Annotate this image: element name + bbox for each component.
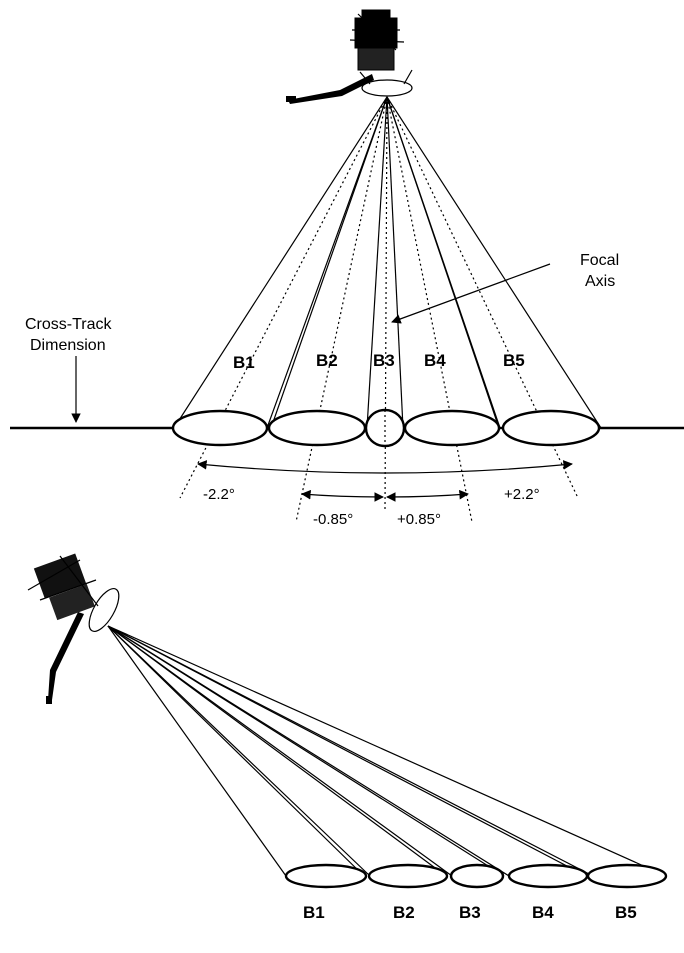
angle-arc-inner-right (386, 489, 469, 502)
top-label-b2: B2 (316, 351, 338, 370)
oblique-label-b4: B4 (532, 903, 554, 922)
footprint-b4 (403, 409, 501, 447)
beam-edge-line (386, 96, 501, 429)
beam-edge-line (270, 96, 388, 429)
top-view: B1 B2 B3 B4 B5 Focal Axis Cross-Track Di… (10, 9, 684, 528)
angle-arc-inner-left (301, 489, 384, 502)
satellite-top-icon (286, 9, 413, 104)
focal-axis-arrow (391, 263, 551, 324)
oblique-beam-lines (107, 625, 667, 877)
oblique-footprint-b1 (284, 863, 368, 889)
oblique-label-b3: B3 (459, 903, 481, 922)
oblique-footprint-b3 (449, 863, 505, 889)
oblique-beam-line (107, 625, 371, 877)
angle-plus-2-2: +2.2° (504, 486, 540, 503)
beam-edge-line (386, 96, 602, 429)
oblique-beam-line (107, 625, 365, 877)
satellite-oblique-icon (27, 553, 120, 704)
footprint-b2 (267, 409, 367, 447)
angle-minus-2-2: -2.2° (203, 486, 235, 503)
oblique-footprint-b2 (367, 863, 449, 889)
beam-edge-line (366, 96, 388, 429)
top-label-b4: B4 (424, 351, 446, 370)
oblique-beam-line (107, 625, 667, 877)
oblique-beam-line (107, 625, 287, 877)
top-footprints (171, 408, 601, 448)
oblique-footprint-b4 (507, 863, 589, 889)
oblique-footprints (284, 863, 668, 889)
beam-edge-line (386, 96, 404, 429)
top-label-b3: B3 (373, 351, 395, 370)
footprint-b1 (171, 409, 269, 447)
angle-plus-0-85: +0.85° (397, 511, 441, 528)
top-label-b5: B5 (503, 351, 525, 370)
beam-edge-line (266, 96, 388, 429)
angle-arc-outer (197, 460, 573, 474)
oblique-label-b2: B2 (393, 903, 415, 922)
beam-centerline-focal (384, 96, 388, 511)
oblique-beam-line (107, 625, 594, 877)
beam-edge-line (173, 96, 388, 429)
cross-track-label-line1: Cross-Track (25, 316, 113, 333)
oblique-label-b1: B1 (303, 903, 325, 922)
footprint-b5 (501, 409, 601, 447)
top-beam-centerlines (179, 96, 579, 523)
focal-axis-label-line2: Axis (585, 273, 615, 290)
oblique-view: B1 B2 B3 B4 B5 (27, 553, 668, 922)
oblique-beam-line (107, 625, 510, 877)
angle-minus-0-85: -0.85° (313, 511, 353, 528)
focal-axis-label-line1: Focal (580, 252, 619, 269)
beam-centerline (386, 96, 473, 523)
oblique-label-b5: B5 (615, 903, 637, 922)
top-label-b1: B1 (233, 353, 255, 372)
oblique-beam-line (107, 625, 453, 877)
cross-track-label-line2: Dimension (30, 337, 106, 354)
top-beam-lines (173, 96, 602, 429)
oblique-footprint-b5 (586, 863, 668, 889)
